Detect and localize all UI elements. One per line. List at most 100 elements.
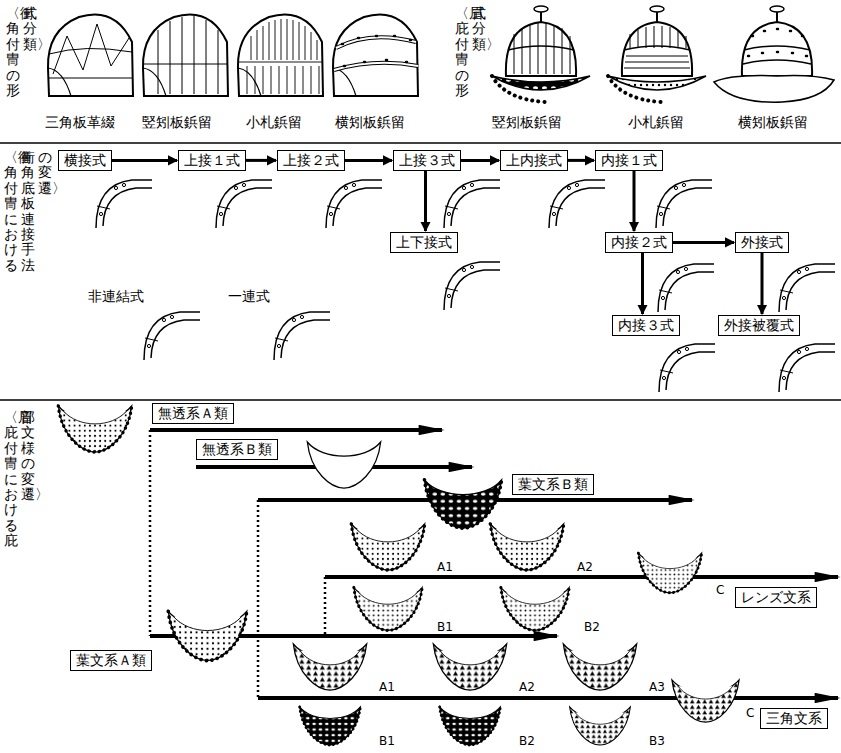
illustration-part xyxy=(742,6,812,76)
helmet-figure xyxy=(714,6,834,102)
flow-arrow xyxy=(461,159,499,162)
caption-label: A3 xyxy=(649,680,665,694)
stage-name: 上接１式 xyxy=(184,152,240,169)
caption-label: 非連結式 xyxy=(88,288,144,305)
illustration-part xyxy=(514,23,570,74)
joint-sketch xyxy=(779,264,835,312)
illustration-part xyxy=(49,48,133,78)
stage-box: レンズ文系 xyxy=(735,587,817,608)
stage-box: 三角文系 xyxy=(760,708,828,729)
joint-sketch xyxy=(444,262,500,310)
illustration-part xyxy=(714,76,834,103)
illustration-part xyxy=(143,14,228,96)
stage-box: 外接被覆式 xyxy=(718,315,800,336)
divider xyxy=(0,142,841,144)
stage-name: 上接３式 xyxy=(399,152,455,169)
lineage-bar xyxy=(258,696,838,700)
stage-name: 内接２式 xyxy=(611,234,667,251)
stage-name: 無透系Ａ類 xyxy=(158,405,228,422)
caption-label: 小札鋲留 xyxy=(246,114,302,131)
visor-figure xyxy=(501,588,569,631)
stage-box: 上内接式 xyxy=(500,150,568,171)
visor-figure xyxy=(672,680,739,722)
visor-figure xyxy=(293,644,366,690)
flow-arrow xyxy=(761,253,764,314)
stage-box: 外接式 xyxy=(735,232,789,253)
helmet-figure xyxy=(48,14,133,96)
illustration-part xyxy=(492,76,590,90)
stage-box: 上下接式 xyxy=(390,232,458,253)
visor-figure xyxy=(168,611,246,660)
illustration-part xyxy=(333,14,418,96)
caption-label: B1 xyxy=(379,734,395,748)
caption-label: 竪矧板鋲留 xyxy=(492,114,562,131)
caption-label: 小札鋲留 xyxy=(628,114,684,131)
stage-box: 内接３式 xyxy=(612,315,680,336)
stage-name: 上内接式 xyxy=(506,152,562,169)
visor-figure xyxy=(424,480,501,528)
helmet-figure xyxy=(143,14,228,96)
helmet-figure xyxy=(333,14,418,96)
illustration-part xyxy=(48,14,133,96)
stage-box: 無透系Ａ類 xyxy=(152,403,234,424)
illustration-part xyxy=(506,6,576,76)
visor-figure xyxy=(300,707,361,745)
joint-sketch xyxy=(444,180,500,228)
illustration-part xyxy=(748,29,807,56)
stage-name: 葉文系Ｂ類 xyxy=(518,476,588,493)
illustration-part xyxy=(238,14,323,96)
illustration-part xyxy=(608,76,706,90)
visor-figure xyxy=(433,644,506,690)
joint-sketch xyxy=(659,344,715,392)
stage-name: 葉文系Ａ類 xyxy=(76,652,146,669)
caption-label: B2 xyxy=(519,734,535,748)
illustration-part xyxy=(144,16,228,94)
illustration-part xyxy=(342,36,411,66)
flow-arrow xyxy=(424,171,427,231)
illustration-part xyxy=(608,76,662,102)
flow-arrow xyxy=(641,253,644,314)
helmet-figure xyxy=(492,6,590,102)
caption-label: B1 xyxy=(437,620,453,634)
caption-label: 竪矧板鋲留 xyxy=(142,114,212,131)
joint-sketch xyxy=(779,344,835,392)
stage-box: 葉文系Ｂ類 xyxy=(512,474,594,495)
stage-name: レンズ文系 xyxy=(741,589,811,606)
divider xyxy=(0,399,841,401)
helmet-figure xyxy=(608,6,706,102)
flow-arrow xyxy=(568,159,594,162)
flow-arrow xyxy=(673,241,734,244)
illustration-part xyxy=(334,37,418,70)
branch-line xyxy=(149,430,152,636)
joint-sketch xyxy=(658,264,714,312)
flow-arrow xyxy=(633,171,636,231)
visor-figure xyxy=(351,524,424,570)
stage-name: 上接２式 xyxy=(283,152,339,169)
joint-sketch xyxy=(216,180,272,228)
caption-label: A2 xyxy=(577,560,593,574)
visor-figure xyxy=(307,442,380,488)
visor-figure xyxy=(563,644,636,690)
caption-label: A2 xyxy=(519,680,535,694)
caption-label: A1 xyxy=(379,680,395,694)
branch-line xyxy=(257,500,260,698)
caption-label: 三角板革綴 xyxy=(45,114,115,131)
caption-label: A1 xyxy=(437,560,453,574)
caption-label: C xyxy=(746,706,754,720)
flow-arrow xyxy=(112,159,177,162)
caption-label: 横矧板鋲留 xyxy=(738,114,808,131)
stage-box: 内接２式 xyxy=(605,232,673,253)
joint-sketch xyxy=(656,180,712,228)
visor-figure xyxy=(354,588,422,631)
illustration-part xyxy=(624,26,690,68)
stage-name: 内接１式 xyxy=(601,152,657,169)
illustration-part xyxy=(622,6,692,76)
stage-box: 無透系Ｂ類 xyxy=(196,439,278,460)
joint-sketch xyxy=(144,312,200,360)
illustration-part xyxy=(743,60,811,64)
joint-sketch xyxy=(326,180,382,228)
stage-name: 外接被覆式 xyxy=(724,317,794,334)
visor-figure xyxy=(638,553,701,593)
